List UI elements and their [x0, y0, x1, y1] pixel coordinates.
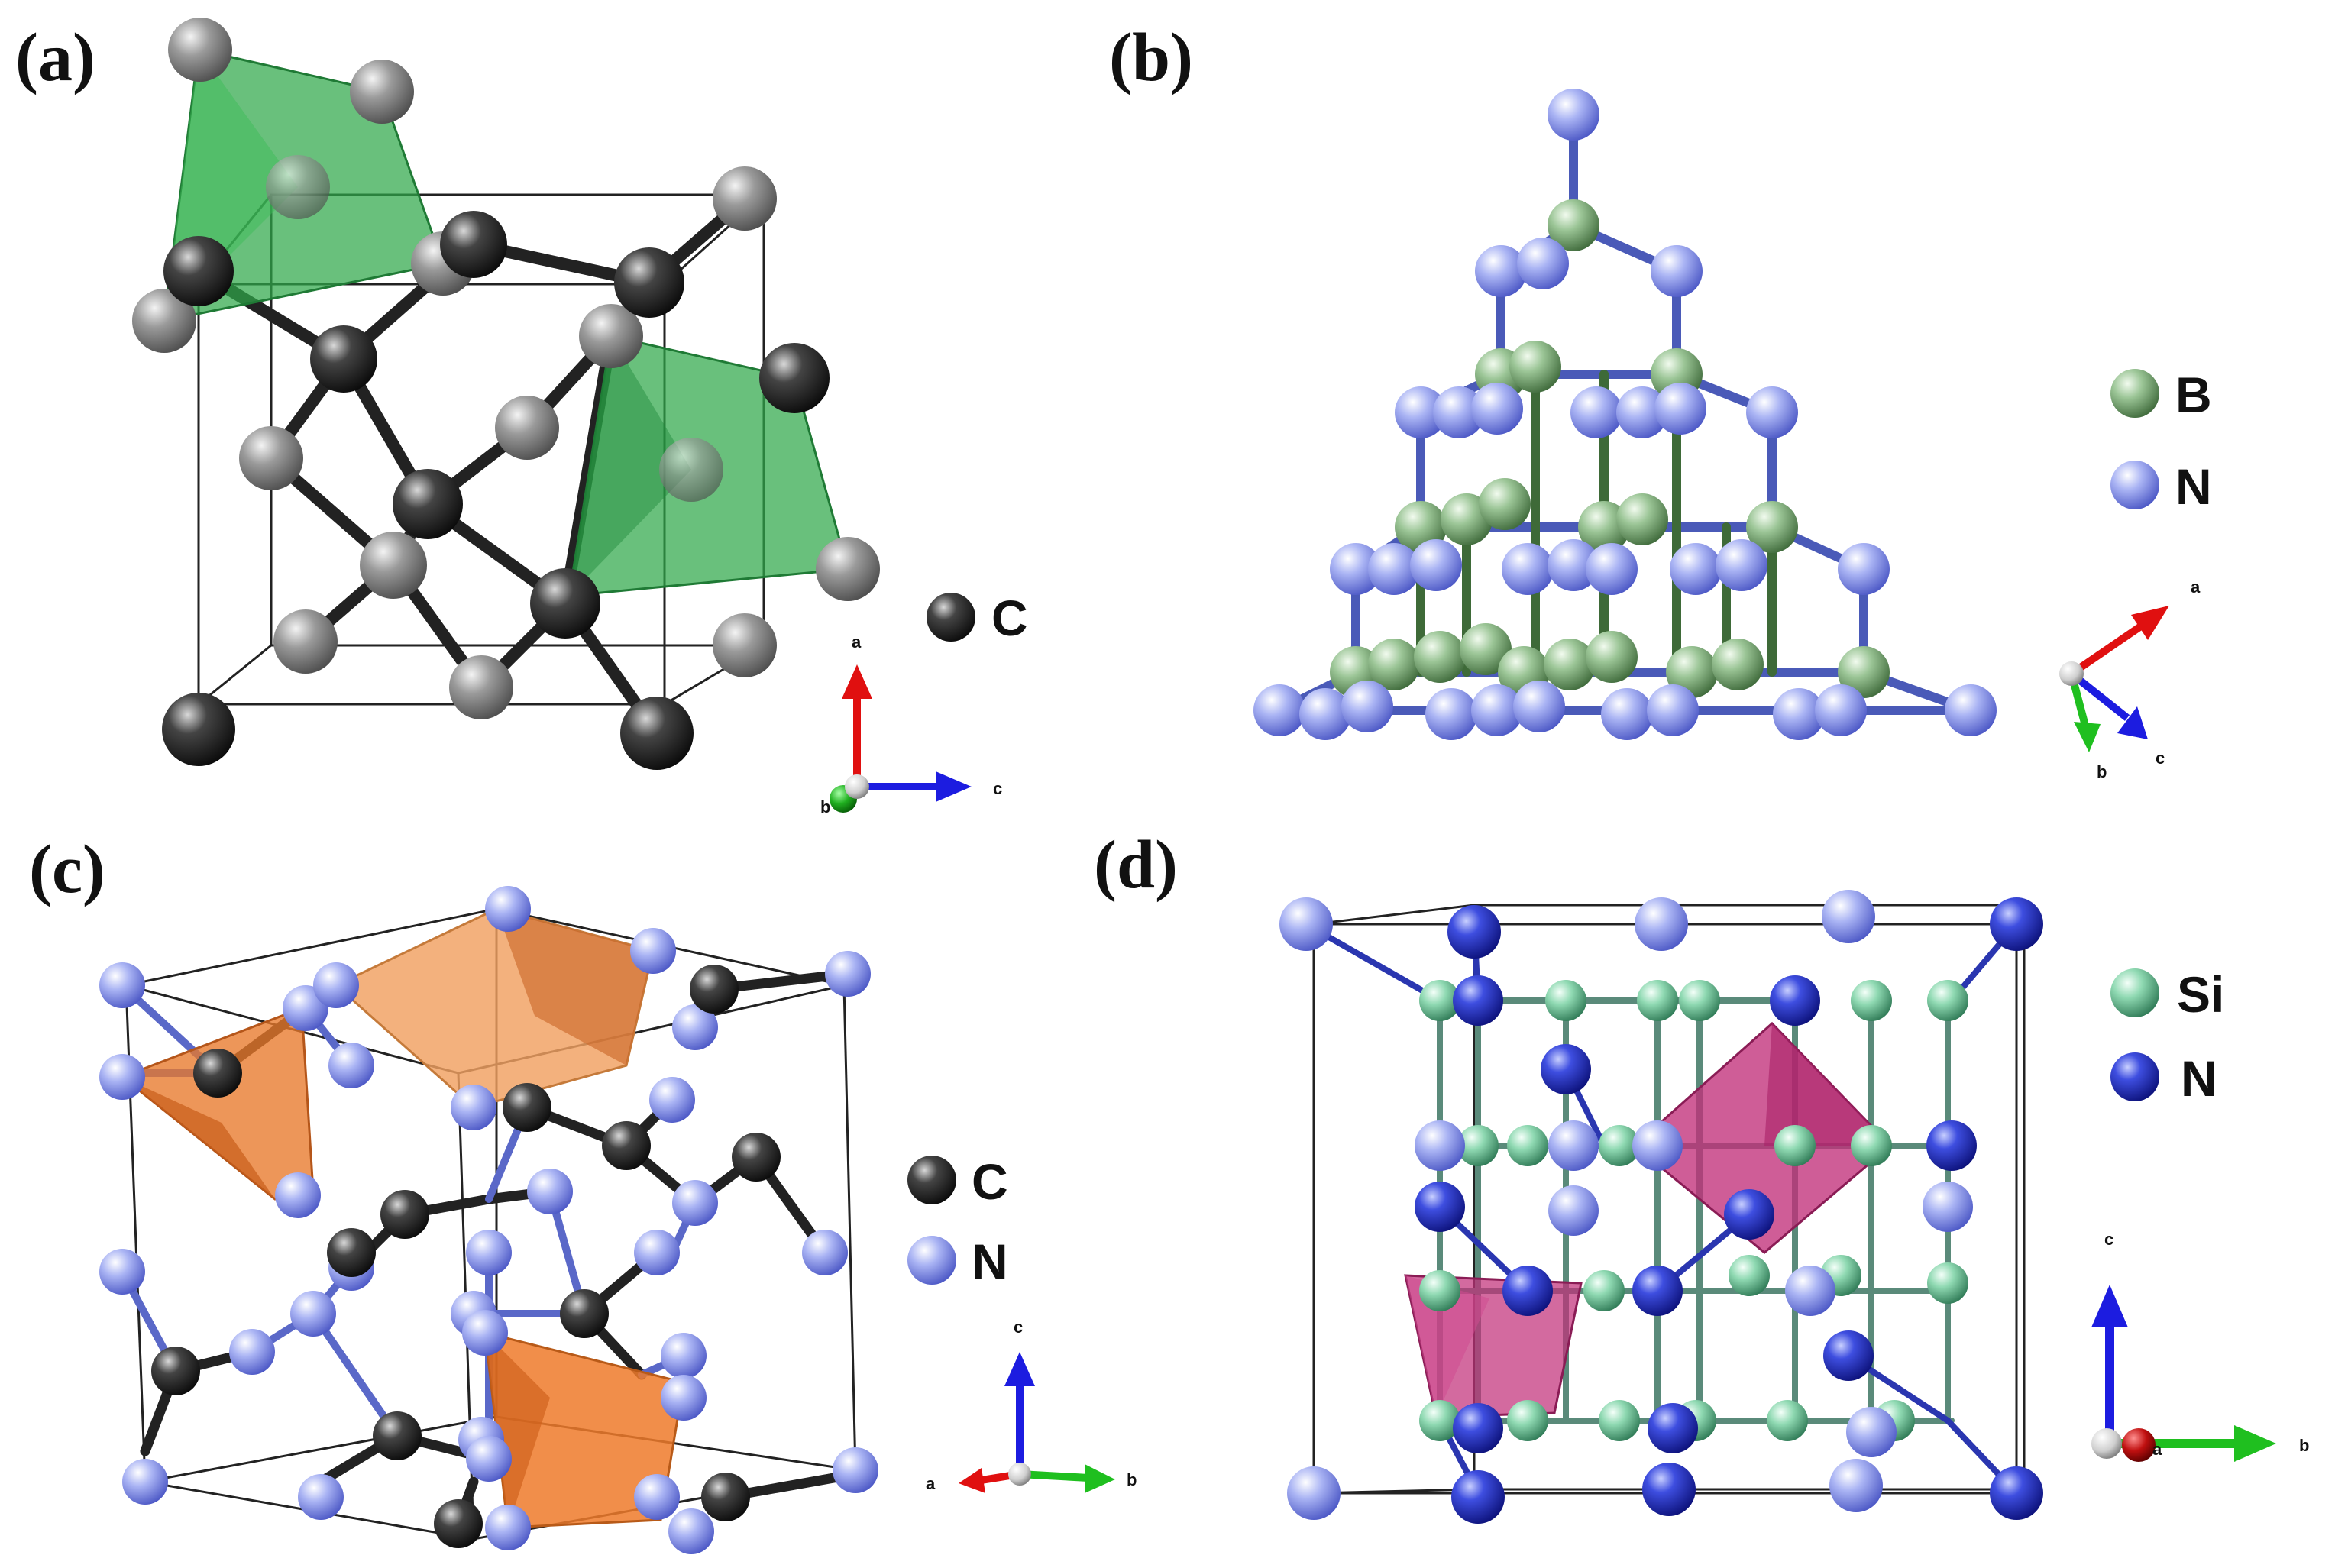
axis-label-d-b: b [2299, 1436, 2309, 1455]
legend-swatch-boron [2110, 369, 2159, 418]
legend-label-n: N [2175, 458, 2212, 515]
legend-a: C [927, 590, 1028, 646]
axis-label-a-a: a [852, 632, 862, 651]
axis-label-c-b: b [1127, 1470, 1137, 1489]
axis-label-b-a: a [2191, 577, 2201, 596]
axis-triad-b: a b c [2059, 577, 2201, 781]
atoms-b-boron [1330, 199, 1890, 698]
panel-c: (c) [29, 832, 1137, 1554]
axis-label-c-a: a [926, 1474, 936, 1493]
panel-d: (d) [1094, 827, 2309, 1524]
panel-a: (a) [15, 18, 1028, 816]
atoms-c-carbon [151, 965, 781, 1548]
legend-label-c: C [972, 1153, 1008, 1210]
legend-c: C N [907, 1153, 1008, 1290]
atoms-b-nitrogen [1253, 89, 1997, 740]
legend-swatch-carbon [907, 1156, 956, 1204]
axis-label-a-b: b [820, 797, 830, 816]
axis-triad-c: c a b [926, 1317, 1137, 1493]
panel-label-a: (a) [15, 20, 95, 95]
legend-d: Si N [2110, 966, 2224, 1107]
panel-label-c: (c) [29, 832, 105, 907]
axis-triad-d: c a b [2091, 1230, 2309, 1462]
axis-label-d-c: c [2104, 1230, 2113, 1249]
legend-swatch-nitrogen [907, 1236, 956, 1285]
axis-label-c-c: c [1014, 1317, 1023, 1337]
axis-label-d-a: a [2152, 1440, 2162, 1459]
legend-b: B N [2110, 367, 2212, 515]
legend-label-c: C [991, 590, 1028, 646]
atoms-d-nitrogen [1279, 890, 2043, 1524]
panel-label-d: (d) [1094, 827, 1178, 903]
legend-label-si: Si [2177, 966, 2224, 1023]
legend-label-b: B [2175, 367, 2212, 423]
polyhedron-d-1 [1632, 1021, 1893, 1254]
axis-label-a-c: c [993, 779, 1002, 798]
panel-b: (b) [1109, 20, 2212, 781]
legend-label-n: N [2181, 1050, 2217, 1107]
legend-label-n: N [972, 1233, 1008, 1290]
panel-label-b: (b) [1109, 20, 1193, 95]
axis-triad-a: a b c [820, 632, 1002, 816]
legend-swatch-silicon [2110, 968, 2159, 1017]
polyhedron-c-2 [334, 907, 655, 1109]
polyhedron-c-1 [120, 1006, 315, 1201]
axis-label-b-c: c [2156, 748, 2165, 768]
legend-swatch-carbon [927, 593, 975, 642]
legend-swatch-nitrogen [2110, 461, 2159, 509]
legend-swatch-nitrogen [2110, 1052, 2159, 1101]
axis-label-b-b: b [2097, 762, 2107, 781]
atoms-a [132, 18, 880, 770]
